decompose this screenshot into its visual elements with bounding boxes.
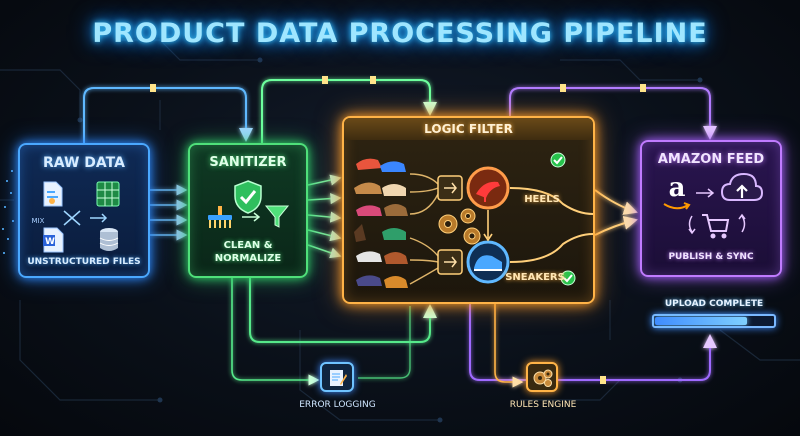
logic-filter-illustration — [354, 152, 593, 288]
shoe-collection-icon — [354, 158, 408, 288]
svg-text:W: W — [45, 237, 55, 247]
sanitizer-caption: CLEAN & NORMALIZE — [190, 239, 306, 265]
amazon-feed-title: AMAZON FEED — [657, 152, 765, 167]
high-heel-icon — [466, 166, 510, 210]
sanitizer-title: SANITIZER — [209, 155, 287, 170]
cycle-arrow-left-icon — [688, 215, 696, 235]
amazon-logo: a — [668, 173, 686, 203]
upload-progress-fill — [655, 317, 747, 325]
shield-check-icon — [234, 180, 262, 214]
raw-data-title: RAW DATA — [43, 155, 125, 171]
sanitizer-caption-line1: CLEAN & — [223, 240, 273, 251]
rules-engine-box — [526, 362, 558, 392]
document-icon — [43, 181, 63, 207]
gear-icon — [438, 208, 481, 245]
page-title: PRODUCT DATA PROCESSING PIPELINE — [92, 18, 708, 49]
database-icon — [99, 228, 119, 251]
gears-icon — [533, 369, 553, 387]
word-document-icon: W — [43, 227, 64, 253]
brush-icon — [208, 206, 232, 228]
sneaker-icon — [466, 240, 510, 284]
rules-engine-label: RULES ENGINE — [509, 400, 577, 410]
funnel-icon — [264, 205, 290, 228]
upload-progress-bar — [652, 314, 776, 328]
flow-arrow-icon — [242, 212, 261, 222]
error-logging-box — [320, 362, 354, 392]
raw-data-caption: UNSTRUCTURED FILES — [27, 257, 141, 267]
spreadsheet-icon — [96, 181, 120, 207]
logic-filter-title: LOGIC FILTER — [344, 118, 593, 140]
check-icon — [550, 152, 576, 286]
amazon-feed-panel: AMAZON FEED a PUBLISH & SYNC — [640, 140, 782, 277]
raw-data-panel: RAW DATA MIX W UNSTRUCTURED FILES — [18, 143, 150, 278]
notepad-icon — [330, 370, 347, 386]
heels-label: HEELS — [524, 194, 560, 205]
shuffle-arrows-icon — [63, 210, 108, 226]
error-logging-label: ERROR LOGGING — [299, 400, 376, 410]
amazon-feed-caption: PUBLISH & SYNC — [668, 252, 754, 262]
cloud-upload-icon — [720, 172, 764, 201]
sneakers-label: SNEAKERS — [505, 272, 565, 283]
filter-gate-icon — [437, 175, 463, 275]
shopping-cart-icon — [702, 214, 730, 239]
sanitizer-caption-line2: NORMALIZE — [214, 253, 282, 264]
upload-complete-label: UPLOAD COMPLETE — [664, 299, 764, 309]
mix-label: MIX — [31, 217, 45, 225]
amazon-smile-icon — [663, 202, 691, 210]
sanitizer-panel: SANITIZER CLEAN & NORMALIZE — [188, 143, 308, 278]
logic-filter-panel: LOGIC FILTER — [342, 116, 595, 304]
exchange-arrows-icon — [696, 188, 715, 198]
cycle-arrow-right-icon — [738, 213, 746, 233]
